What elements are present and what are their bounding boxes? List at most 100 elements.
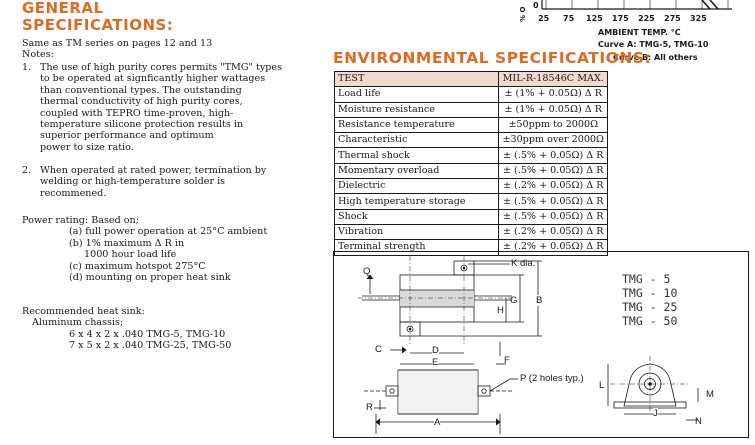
intro-line: Same as TM series on pages 12 and 13 bbox=[22, 38, 213, 49]
chart-x-tick: 125 bbox=[586, 14, 603, 23]
test-value: ± (.5% + 0.05Ω) Δ R bbox=[498, 208, 608, 225]
general-intro: Same as TM series on pages 12 and 13 Not… bbox=[22, 38, 322, 61]
heat-sink-block: Recommended heat sink: Aluminum chassis;… bbox=[22, 306, 322, 352]
test-value: ± (.2% + 0.05Ω) Δ R bbox=[498, 178, 608, 195]
table-row: Load life± (1% + 0.05Ω) Δ R bbox=[333, 86, 608, 103]
side-view-right-tab bbox=[477, 385, 491, 397]
label-c: C bbox=[375, 344, 382, 355]
heat-sink-item: 7 x 5 x 2 x .040 TMG-25, TMG-50 bbox=[69, 340, 232, 352]
model-item: TMG - 50 bbox=[622, 314, 678, 328]
table-row: Momentary overload± (.5% + 0.05Ω) Δ R bbox=[333, 162, 608, 180]
test-value: ± (.5% + 0.05Ω) Δ R bbox=[498, 147, 608, 164]
label-r: R bbox=[366, 402, 373, 413]
dimension-drawing-svg bbox=[358, 256, 699, 434]
note-line: temperature silicone protection results … bbox=[40, 119, 244, 131]
chart-x-tick-labels: 25 75 125 175 225 275 325 bbox=[536, 14, 755, 26]
chart-x-label: AMBIENT TEMP. °C bbox=[598, 28, 681, 37]
heat-sink-sub: Aluminum chassis; bbox=[32, 317, 124, 329]
label-h: H bbox=[497, 305, 504, 316]
heat-sink-heading: Recommended heat sink: bbox=[22, 306, 145, 317]
chart-x-tick: 75 bbox=[563, 14, 575, 23]
power-item: (b) 1% maximum Δ R in bbox=[69, 237, 185, 249]
model-item: TMG - 10 bbox=[622, 286, 678, 300]
note-line: superior performance and optimum bbox=[40, 130, 214, 142]
test-value: ± (1% + 0.05Ω) Δ R bbox=[498, 101, 608, 118]
table-row: Thermal shock± (.5% + 0.05Ω) Δ R bbox=[333, 147, 608, 164]
environmental-title: ENVIRONMENTAL SPECIFICATIONS: bbox=[333, 49, 652, 67]
table-header-row: TEST MIL-R-18546C MAX. bbox=[333, 70, 608, 88]
power-item: (a) full power operation at 25°C ambient bbox=[69, 226, 268, 238]
label-g: G bbox=[510, 295, 518, 306]
chart-x-tick: 275 bbox=[664, 14, 681, 23]
environmental-spec-table: TEST MIL-R-18546C MAX. Load life± (1% + … bbox=[333, 70, 608, 256]
chart-x-ticks bbox=[545, 0, 729, 9]
note-line: coupled with TEPRO time-proven, high- bbox=[40, 107, 234, 119]
test-value: ± (1% + 0.05Ω) Δ R bbox=[498, 86, 608, 103]
chart-x-tick: 225 bbox=[638, 14, 655, 23]
test-value: ± (.5% + 0.05Ω) Δ R bbox=[498, 193, 608, 210]
note-line: to be operated at signficantly higher wa… bbox=[40, 73, 266, 85]
model-item: TMG - 5 bbox=[622, 272, 671, 286]
curve-a-line bbox=[701, 0, 711, 10]
label-b: B bbox=[536, 295, 543, 306]
label-k-dia: K dia. bbox=[511, 258, 536, 269]
label-q: Q bbox=[363, 266, 371, 277]
label-e: E bbox=[432, 357, 439, 368]
note-line: When operated at rated power, terminatio… bbox=[40, 165, 267, 176]
label-n: N bbox=[695, 416, 702, 427]
table-row: Dielectric± (.2% + 0.05Ω) Δ R bbox=[333, 178, 608, 195]
chart-x-tick: 175 bbox=[612, 14, 629, 23]
test-name: Moisture resistance bbox=[333, 101, 500, 118]
curve-b-label: Curve B: All others bbox=[613, 53, 698, 62]
chart-x-tick: 325 bbox=[690, 14, 707, 23]
note-2: 2. When operated at rated power, termina… bbox=[22, 165, 322, 201]
test-name: Load life bbox=[333, 86, 500, 103]
power-rating-block: Power rating: Based on; (a) full power o… bbox=[22, 215, 322, 283]
note-line: power to size ratio. bbox=[40, 141, 134, 153]
table-row: Resistance temperature±50ppm to 2000Ω bbox=[333, 116, 608, 134]
end-view-housing bbox=[623, 363, 677, 407]
test-name: High temperature storage bbox=[333, 193, 500, 210]
test-value: ± (.2% + 0.05Ω) Δ R bbox=[498, 223, 608, 241]
table-row: Moisture resistance± (1% + 0.05Ω) Δ R bbox=[333, 101, 608, 118]
note-2-text: When operated at rated power, terminatio… bbox=[40, 165, 266, 199]
chart-y-tick: 0 bbox=[533, 1, 539, 10]
curve-a-label: Curve A: TMG-5, TMG-10 bbox=[598, 40, 709, 49]
label-j: J bbox=[653, 408, 658, 419]
test-name: Dielectric bbox=[333, 178, 500, 195]
header-value: MIL-R-18546C MAX. bbox=[498, 70, 608, 88]
label-m: M bbox=[706, 389, 714, 400]
power-rating-heading: Power rating: Based on; bbox=[22, 215, 139, 226]
test-value: ±30ppm over 2000Ω bbox=[498, 132, 608, 149]
power-item: (d) mounting on proper heat sink bbox=[69, 272, 231, 284]
test-name: Thermal shock bbox=[333, 147, 500, 164]
power-item: 1000 hour load life bbox=[84, 249, 177, 261]
test-name: Characteristic bbox=[333, 132, 500, 149]
note-line: welding or high-temperature solder is bbox=[40, 176, 226, 188]
table-row: Vibration± (.2% + 0.05Ω) Δ R bbox=[333, 223, 608, 241]
chart-x-tick: 25 bbox=[538, 14, 550, 23]
label-p-holes: P (2 holes typ.) bbox=[520, 373, 584, 384]
general-title-line1: GENERAL bbox=[22, 0, 104, 17]
intro-line: Notes: bbox=[22, 49, 54, 61]
label-f: F bbox=[504, 355, 510, 366]
chart-y-label: % O bbox=[519, 6, 527, 22]
curve-b-line bbox=[709, 0, 719, 10]
note-line: recommened. bbox=[40, 187, 107, 199]
note-line: thermal conductivity of high purity core… bbox=[40, 96, 243, 108]
table-row: High temperature storage± (.5% + 0.05Ω) … bbox=[333, 193, 608, 210]
note-line: than conventional types. The outstanding bbox=[40, 84, 242, 96]
table-row: Shock± (.5% + 0.05Ω) Δ R bbox=[333, 208, 608, 225]
test-value: ± (.5% + 0.05Ω) Δ R bbox=[498, 162, 608, 180]
model-item: TMG - 25 bbox=[622, 300, 678, 314]
label-l: L bbox=[599, 380, 605, 391]
power-item: (c) maximum hotspot 275°C bbox=[69, 260, 206, 272]
test-name: Vibration bbox=[333, 223, 500, 241]
label-d: D bbox=[432, 345, 439, 356]
test-name: Momentary overload bbox=[333, 162, 500, 180]
note-1-number: 1. bbox=[22, 62, 32, 73]
note-2-number: 2. bbox=[22, 165, 32, 176]
note-line: The use of high purity cores permits "TM… bbox=[40, 62, 282, 73]
model-list: TMG - 5 TMG - 10 TMG - 25 TMG - 50 bbox=[622, 272, 677, 328]
dimension-drawing: Q K dia. G B H C D E F P (2 holes typ.) … bbox=[333, 251, 749, 438]
